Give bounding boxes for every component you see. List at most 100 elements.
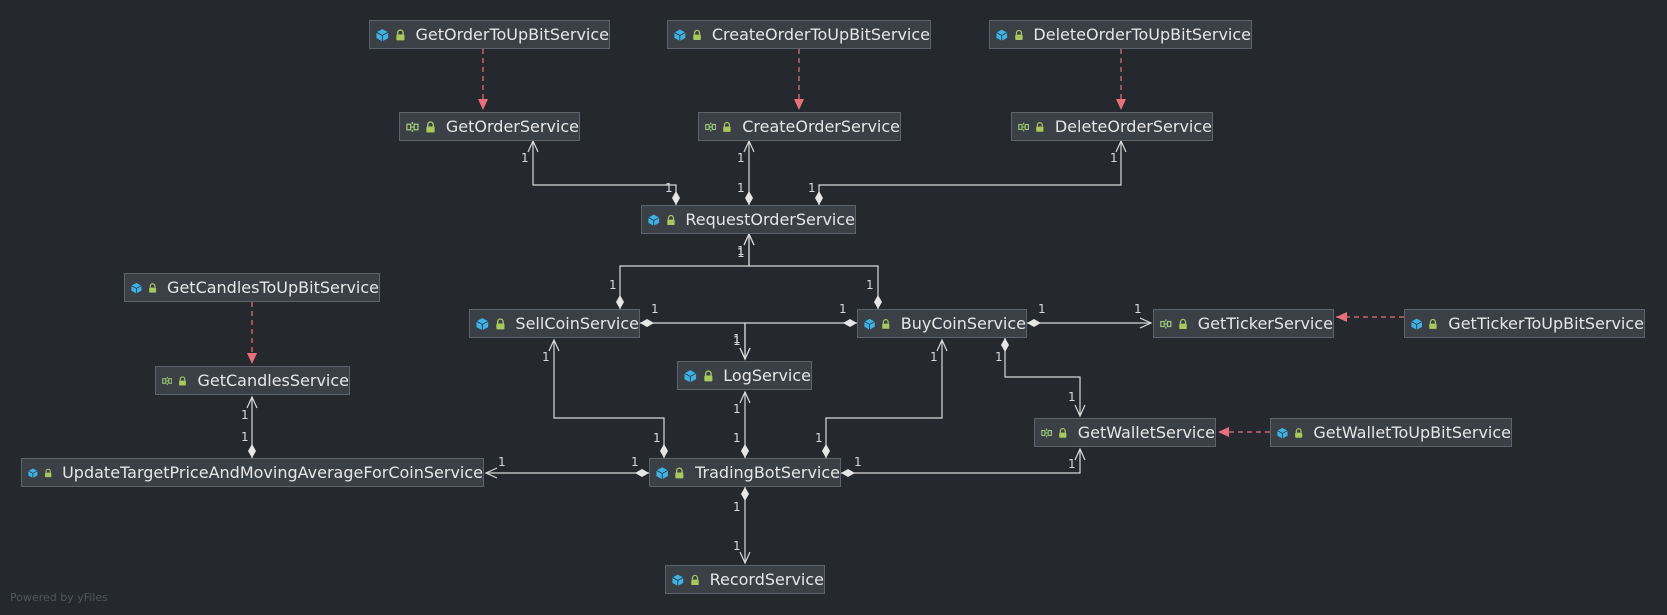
multiplicity-to: 1 (930, 350, 938, 364)
association-line (640, 322, 746, 359)
multiplicity-to: 1 (1068, 390, 1076, 404)
composition-diamond (815, 191, 823, 205)
lock-icon (426, 120, 435, 133)
multiplicity-from: 1 (737, 181, 745, 195)
lock-icon (1178, 318, 1187, 329)
arrowhead-open (246, 395, 258, 409)
lock-icon (1429, 318, 1438, 329)
lock-icon (693, 29, 701, 40)
node-delete-order-upbit[interactable]: DeleteOrderToUpBitService (989, 20, 1252, 49)
node-get-candles-upbit[interactable]: GetCandlesToUpBitService (124, 273, 380, 302)
node-get-ticker-upbit[interactable]: GetTickerToUpBitService (1404, 309, 1645, 338)
edge-buy-coin-to-get-wallet: 11 (995, 338, 1086, 418)
multiplicity-to: 1 (241, 408, 249, 422)
node-label: GetWalletService (1077, 423, 1215, 442)
arrowhead-open (743, 232, 755, 246)
node-label: SellCoinService (515, 314, 639, 333)
lock-icon (179, 375, 187, 385)
node-delete-order[interactable]: DeleteOrderService (1011, 112, 1213, 141)
arrowhead-open (1139, 317, 1153, 329)
class-icon (1277, 427, 1288, 438)
multiplicity-to: 1 (737, 246, 745, 260)
edge-request-order-to-delete-order: 11 (808, 139, 1127, 205)
multiplicity-from: 1 (839, 302, 847, 316)
multiplicity-to: 1 (542, 350, 550, 364)
node-get-order[interactable]: GetOrderService (399, 112, 580, 141)
arrowhead-open (527, 139, 539, 153)
association-line (1004, 338, 1081, 416)
association-line (532, 141, 677, 205)
node-label: GetTickerToUpBitService (1448, 314, 1644, 333)
lock-icon (1014, 29, 1023, 40)
multiplicity-from: 1 (995, 350, 1003, 364)
interface-icon (1018, 122, 1029, 131)
edge-create-order-upbit-to-create-order (794, 49, 804, 110)
node-label: RecordService (709, 570, 824, 589)
multiplicity-from: 1 (733, 431, 741, 445)
multiplicity-to: 1 (733, 539, 741, 553)
node-label: BuyCoinService (900, 314, 1026, 333)
association-line (748, 234, 879, 309)
multiplicity-from: 1 (653, 431, 661, 445)
class-icon (648, 214, 660, 226)
arrowhead-open (936, 338, 948, 352)
lock-icon (1059, 427, 1067, 438)
lock-icon (723, 121, 732, 132)
multiplicity-from: 1 (854, 455, 862, 469)
class-icon (476, 317, 489, 330)
node-get-wallet[interactable]: GetWalletService (1034, 418, 1216, 447)
edge-sell-coin-to-log: 11 (640, 302, 751, 361)
lock-icon (148, 282, 156, 293)
node-create-order[interactable]: CreateOrderService (698, 112, 901, 141)
multiplicity-to: 1 (1134, 302, 1142, 316)
association-line (825, 340, 943, 458)
multiplicity-from: 1 (808, 181, 816, 195)
lock-icon (1295, 427, 1303, 438)
edge-trading-bot-to-log: 11 (733, 390, 751, 458)
edge-request-order-to-create-order: 11 (737, 139, 755, 205)
multiplicity-to: 1 (1068, 457, 1076, 471)
composition-diamond (635, 469, 649, 477)
lock-icon (495, 317, 505, 329)
edge-request-order-to-get-order: 11 (521, 139, 680, 205)
node-request-order[interactable]: RequestOrderService (641, 205, 856, 234)
node-label: GetTickerService (1197, 314, 1333, 333)
interface-icon (705, 122, 717, 131)
arrowhead-open (739, 551, 751, 565)
edge-get-wallet-upbit-to-get-wallet (1218, 427, 1270, 437)
node-get-wallet-upbit[interactable]: GetWalletToUpBitService (1270, 418, 1512, 447)
arrowhead-open (1074, 404, 1086, 418)
arrowhead-open (743, 139, 755, 153)
node-record[interactable]: RecordService (665, 565, 825, 594)
node-update-target[interactable]: UpdateTargetPriceAndMovingAverageForCoin… (21, 458, 484, 487)
edge-get-order-upbit-to-get-order (478, 49, 488, 110)
edge-buy-coin-to-log: 11 (733, 302, 857, 361)
edge-trading-bot-to-buy-coin: 11 (815, 338, 948, 458)
node-label: GetOrderToUpBitService (415, 25, 609, 44)
multiplicity-to: 1 (733, 402, 741, 416)
lock-icon (703, 369, 712, 381)
multiplicity-from: 1 (241, 430, 249, 444)
edge-trading-bot-to-record: 11 (733, 487, 751, 565)
edge-get-candles-upbit-to-get-candles (247, 302, 257, 364)
node-get-candles[interactable]: GetCandlesService (155, 366, 350, 395)
interface-icon (1041, 428, 1052, 437)
node-buy-coin[interactable]: BuyCoinService (857, 309, 1027, 338)
multiplicity-to: 1 (498, 455, 506, 469)
node-trading-bot[interactable]: TradingBotService (649, 458, 841, 487)
multiplicity-from: 1 (665, 181, 673, 195)
multiplicity-from: 1 (815, 431, 823, 445)
class-icon (28, 467, 38, 478)
arrowhead-filled (1116, 99, 1126, 110)
node-log[interactable]: LogService (677, 361, 812, 390)
node-label: DeleteOrderToUpBitService (1033, 25, 1251, 44)
node-get-ticker[interactable]: GetTickerService (1153, 309, 1334, 338)
class-icon (131, 282, 142, 293)
arrowhead-filled (794, 99, 804, 110)
node-get-order-upbit[interactable]: GetOrderToUpBitService (369, 20, 610, 49)
node-create-order-upbit[interactable]: CreateOrderToUpBitService (667, 20, 931, 49)
lock-icon (675, 467, 684, 478)
node-sell-coin[interactable]: SellCoinService (469, 309, 640, 338)
node-label: GetCandlesToUpBitService (167, 278, 379, 297)
